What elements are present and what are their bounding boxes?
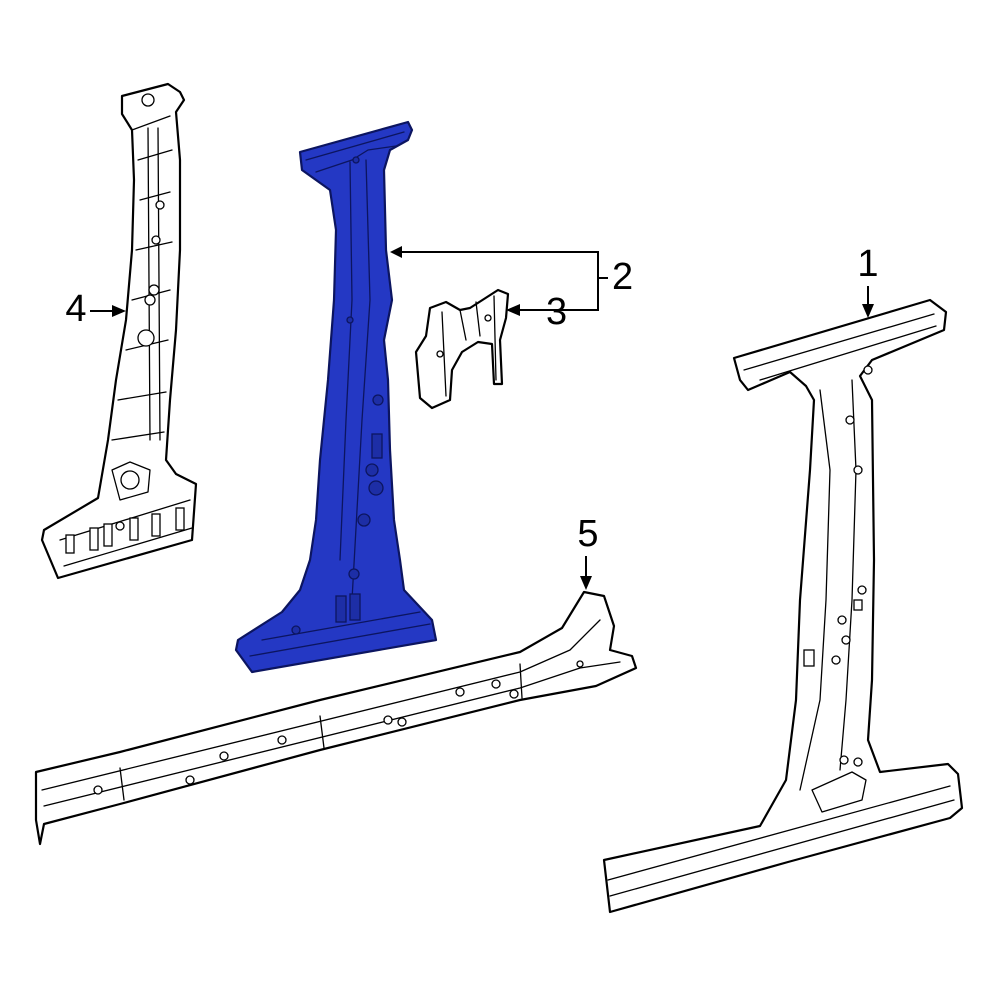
slot (175, 507, 185, 531)
leader-lines (90, 246, 874, 590)
part-2-pillar-reinforcement[interactable] (234, 120, 438, 674)
arrow-3-icon (506, 304, 520, 316)
clip (803, 649, 815, 667)
callout-3[interactable]: 3 (546, 291, 567, 333)
part-4-inner-pillar[interactable] (40, 82, 198, 580)
slot (371, 433, 383, 459)
slot (65, 534, 75, 554)
arrow-2-icon (390, 246, 402, 258)
slot (349, 593, 361, 621)
callout-1[interactable]: 1 (857, 243, 878, 285)
callout-5[interactable]: 5 (577, 513, 598, 555)
arrow-5-icon (580, 576, 592, 590)
arrow-1-icon (862, 304, 874, 318)
slot (335, 595, 347, 623)
slot (89, 527, 99, 551)
slot (151, 513, 161, 537)
leader-line-2 (398, 251, 599, 311)
slot (103, 523, 113, 547)
callout-labels: 1 2 3 4 5 (65, 243, 878, 555)
slot (129, 517, 139, 541)
callout-4[interactable]: 4 (65, 288, 86, 330)
clip (853, 599, 863, 611)
arrow-4-icon (112, 305, 126, 317)
callout-2[interactable]: 2 (612, 256, 633, 298)
part-5-rocker-panel[interactable] (34, 590, 638, 846)
part-3-bracket[interactable] (414, 288, 510, 410)
part-1-outer-pillar[interactable] (602, 298, 964, 914)
